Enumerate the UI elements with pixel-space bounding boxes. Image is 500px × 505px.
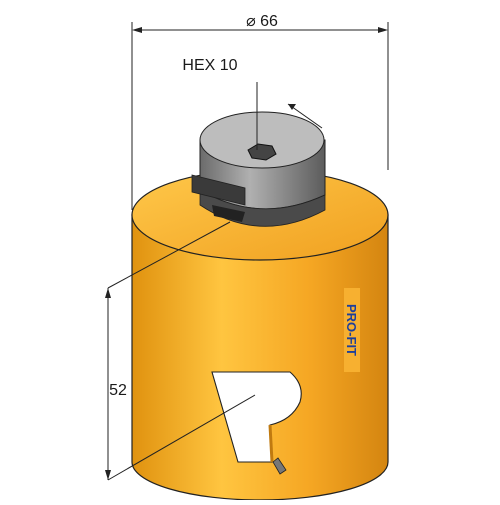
diameter-label: ⌀ 66 [246, 13, 278, 30]
arbor-pin [191, 174, 246, 206]
arbor-pin-tip [212, 205, 245, 222]
arbor-top [199, 111, 325, 169]
hex-socket-icon [247, 143, 277, 161]
slot-edge [268, 424, 274, 463]
brand-text: PRO-FIT [344, 304, 359, 356]
hex-dimension: HEX 10 [182, 57, 323, 150]
brand-label: PRO-FIT [344, 288, 360, 372]
hex-label: HEX 10 [182, 57, 237, 74]
height-dimension: 52 [105, 221, 256, 481]
slot-tooth [272, 457, 287, 475]
diameter-dimension: ⌀ 66 [131, 13, 389, 210]
arbor [191, 111, 326, 227]
height-label: 52 [109, 382, 127, 399]
chip-slot [211, 371, 302, 463]
